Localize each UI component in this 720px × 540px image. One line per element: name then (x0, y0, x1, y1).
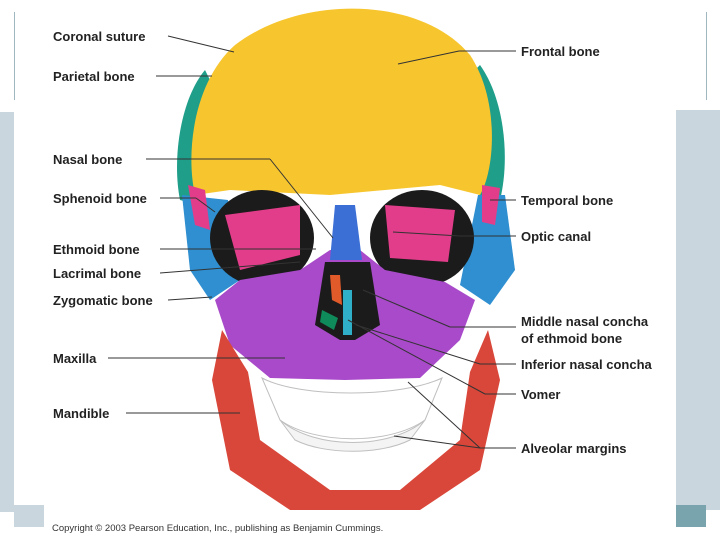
label-mandible: Mandible (53, 406, 109, 421)
label-middle-nasal-concha: Middle nasal concha (521, 314, 648, 329)
label-inferior-nasal-concha: Inferior nasal concha (521, 357, 652, 372)
label-middle-nasal-concha-line2: of ethmoid bone (521, 331, 622, 346)
vomer-shape (343, 290, 352, 335)
label-alveolar-margins: Alveolar margins (521, 441, 627, 456)
nasal-bone-shape (330, 205, 362, 260)
label-vomer: Vomer (521, 387, 561, 402)
frontal-bone-shape (191, 9, 492, 195)
label-frontal-bone: Frontal bone (521, 44, 600, 59)
label-nasal-bone: Nasal bone (53, 152, 122, 167)
label-temporal-bone: Temporal bone (521, 193, 613, 208)
label-ethmoid-bone: Ethmoid bone (53, 242, 140, 257)
label-coronal-suture: Coronal suture (53, 29, 145, 44)
label-optic-canal: Optic canal (521, 229, 591, 244)
copyright-text: Copyright © 2003 Pearson Education, Inc.… (52, 523, 383, 534)
label-parietal-bone: Parietal bone (53, 69, 135, 84)
label-maxilla: Maxilla (53, 351, 96, 366)
label-lacrimal-bone: Lacrimal bone (53, 266, 141, 281)
label-zygomatic-bone: Zygomatic bone (53, 293, 153, 308)
label-sphenoid-bone: Sphenoid bone (53, 191, 147, 206)
